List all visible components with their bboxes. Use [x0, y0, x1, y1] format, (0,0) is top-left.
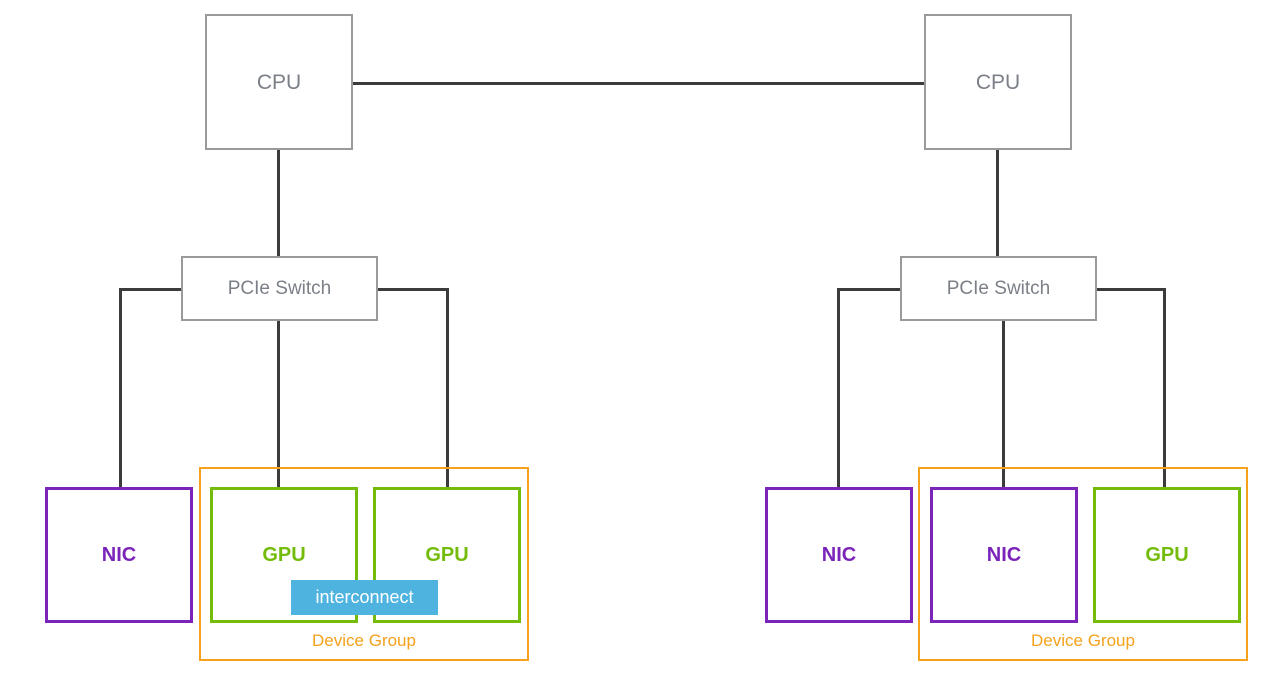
nic-left-outer-box[interactable]: NIC	[45, 487, 193, 623]
device-group-right[interactable]: Device Group	[918, 467, 1248, 661]
edge-switch-right-to-gpu-v	[1163, 288, 1166, 488]
nic-left-outer-label: NIC	[101, 544, 137, 566]
device-group-left[interactable]: Device Group	[199, 467, 529, 661]
edge-cpu-right-to-switch-right	[996, 149, 999, 257]
gpu-left-b-label: GPU	[425, 544, 469, 566]
gpu-right-box[interactable]: GPU	[1093, 487, 1241, 623]
nic-right-outer-label: NIC	[821, 544, 857, 566]
edge-switch-left-to-gpu-b-v	[446, 288, 449, 488]
edge-switch-right-to-nic-outer-v	[837, 288, 840, 488]
edge-cpu-left-to-switch-left	[277, 149, 280, 257]
pcie-switch-right-label: PCIe Switch	[946, 278, 1051, 299]
device-group-right-label: Device Group	[1031, 631, 1135, 650]
cpu-right-box[interactable]: CPU	[924, 14, 1072, 150]
pcie-switch-left-box[interactable]: PCIe Switch	[181, 256, 378, 321]
device-group-left-label: Device Group	[312, 631, 416, 650]
gpu-left-a-label: GPU	[262, 544, 306, 566]
nic-right-outer-box[interactable]: NIC	[765, 487, 913, 623]
edge-switch-right-to-nic-outer-h	[837, 288, 902, 291]
edge-switch-right-to-nic-inner	[1002, 320, 1005, 488]
nic-right-inner-box[interactable]: NIC	[930, 487, 1078, 623]
cpu-left-label: CPU	[256, 70, 302, 94]
edge-switch-left-to-gpu-b-h	[376, 288, 449, 291]
edge-switch-left-to-nic-v	[119, 288, 122, 488]
gpu-right-label: GPU	[1145, 544, 1189, 566]
interconnect-badge[interactable]: interconnect	[291, 580, 438, 615]
edge-cpu-to-cpu	[352, 82, 925, 85]
nic-right-inner-label: NIC	[986, 544, 1022, 566]
cpu-right-label: CPU	[975, 70, 1021, 94]
cpu-left-box[interactable]: CPU	[205, 14, 353, 150]
interconnect-label: interconnect	[315, 587, 414, 607]
edge-switch-right-to-gpu-h	[1095, 288, 1166, 291]
pcie-switch-left-label: PCIe Switch	[227, 278, 332, 299]
pcie-switch-right-box[interactable]: PCIe Switch	[900, 256, 1097, 321]
edge-switch-left-to-gpu-a	[277, 320, 280, 488]
edge-switch-left-to-nic-h	[119, 288, 183, 291]
